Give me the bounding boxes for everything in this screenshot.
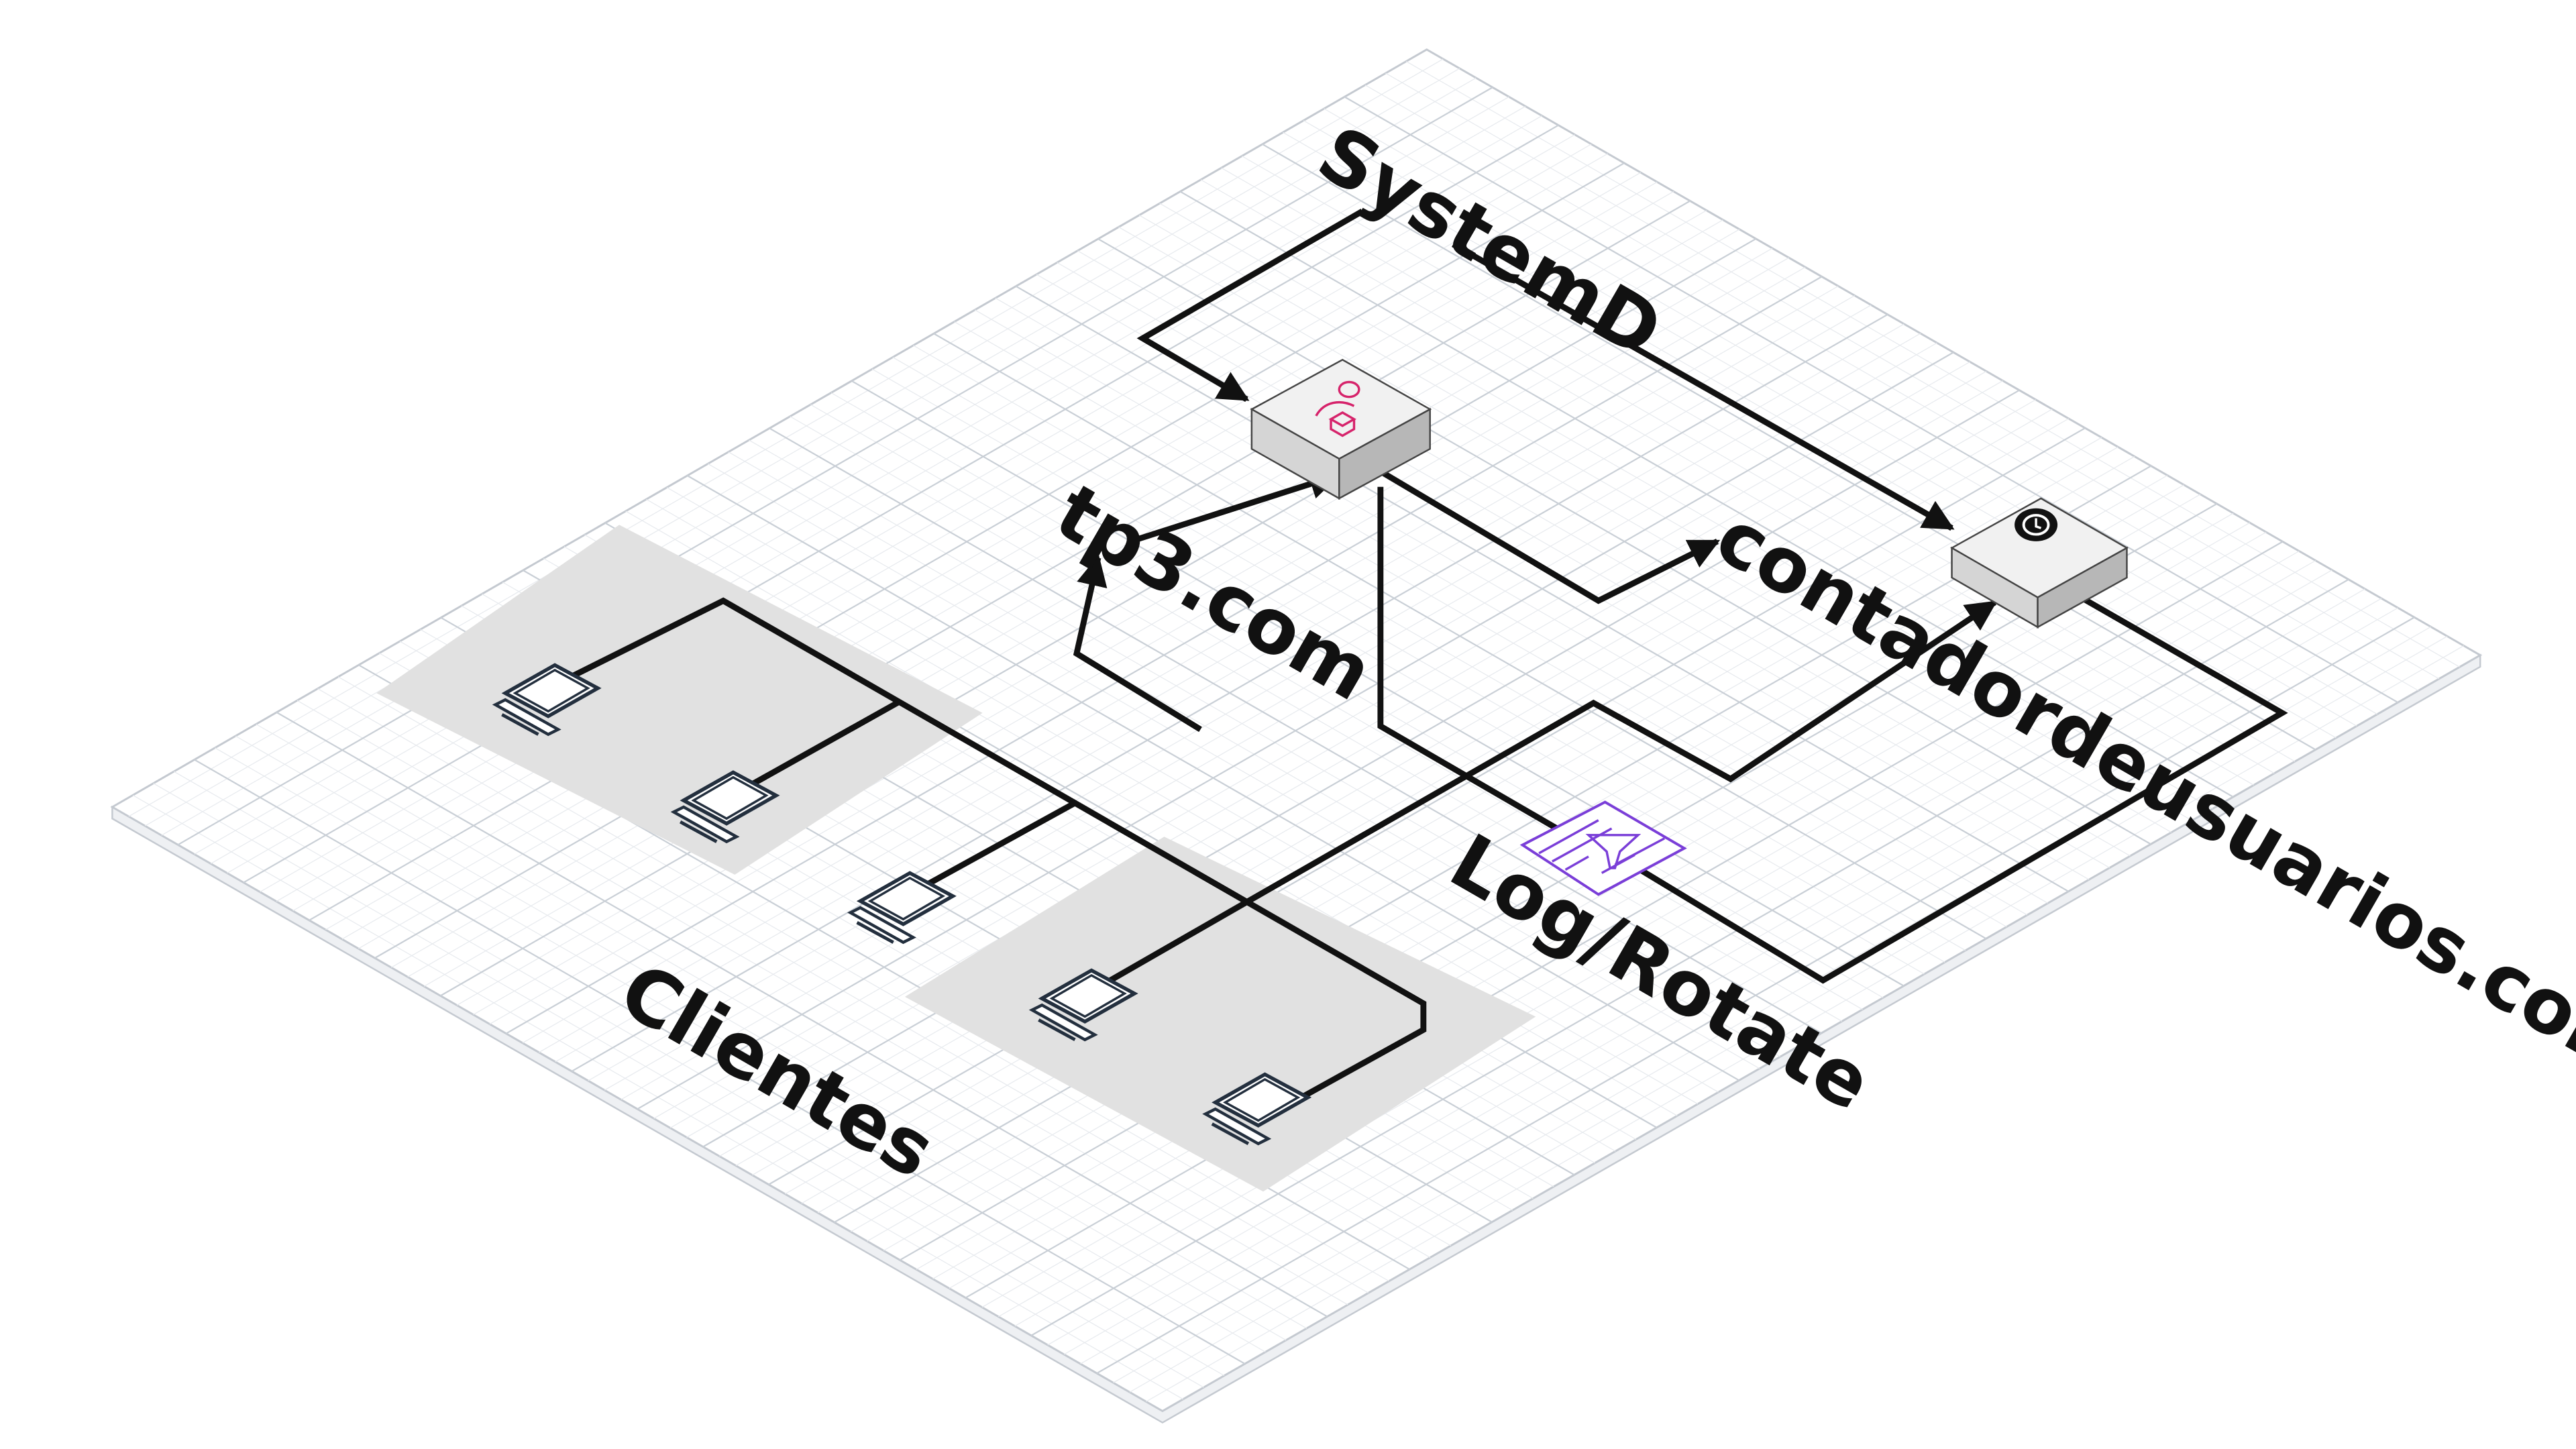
client-group-area-upper (376, 525, 983, 875)
client-groups (376, 525, 1536, 1192)
connector-clients-to-contador (1080, 600, 1998, 1000)
grid-line (899, 502, 2218, 1261)
connector-tp3-to-contador-label (1377, 468, 1721, 604)
grid-line (1344, 96, 2399, 704)
connector-tp3-label-to-tp3 (1135, 469, 1341, 543)
connector-logrotate-to-contador (1633, 596, 2288, 984)
grid-line (834, 465, 2152, 1223)
connector-tp3-to-logrotate (1377, 486, 1567, 837)
desktop-client-icon[interactable] (1202, 1072, 1312, 1146)
client-computers (492, 663, 1312, 1146)
grid-line (965, 541, 2284, 1299)
log-filter-document-icon[interactable] (1519, 800, 1687, 896)
client-group-area-lower (904, 837, 1536, 1192)
grid-line (702, 389, 2020, 1148)
logrotate-icon-lines (1538, 819, 1666, 874)
connectors (543, 209, 2288, 1117)
user-service-icon (1315, 380, 1360, 437)
grid-line (1179, 191, 2234, 798)
desktop-client-icon[interactable] (670, 770, 780, 844)
tp3-server[interactable] (1250, 358, 1432, 500)
grid-line (1262, 143, 2316, 751)
connector-systemd-to-contador (1451, 241, 1955, 531)
grid-line (768, 427, 2086, 1185)
connector-clients-to-tp3-label (1073, 555, 1202, 733)
grid-line (933, 333, 1987, 940)
contador-server-right (2037, 546, 2128, 629)
desktop-client-icon[interactable] (492, 663, 602, 737)
desktop-client-icon[interactable] (847, 871, 957, 945)
contador-server[interactable] (1950, 497, 2129, 629)
connector-systemd-to-tp3 (1136, 209, 1364, 402)
grid-line (1097, 238, 2151, 845)
grid-line (637, 352, 1954, 1110)
power-clock-icon (2015, 508, 2058, 541)
grid-line (1030, 578, 2349, 1336)
grid-line (1015, 285, 2069, 892)
connector-client-bus-upper (543, 597, 1427, 1117)
grid-line (1096, 616, 2415, 1375)
desktop-client-icon[interactable] (1028, 968, 1138, 1042)
tp3-server-right (1338, 408, 1431, 500)
